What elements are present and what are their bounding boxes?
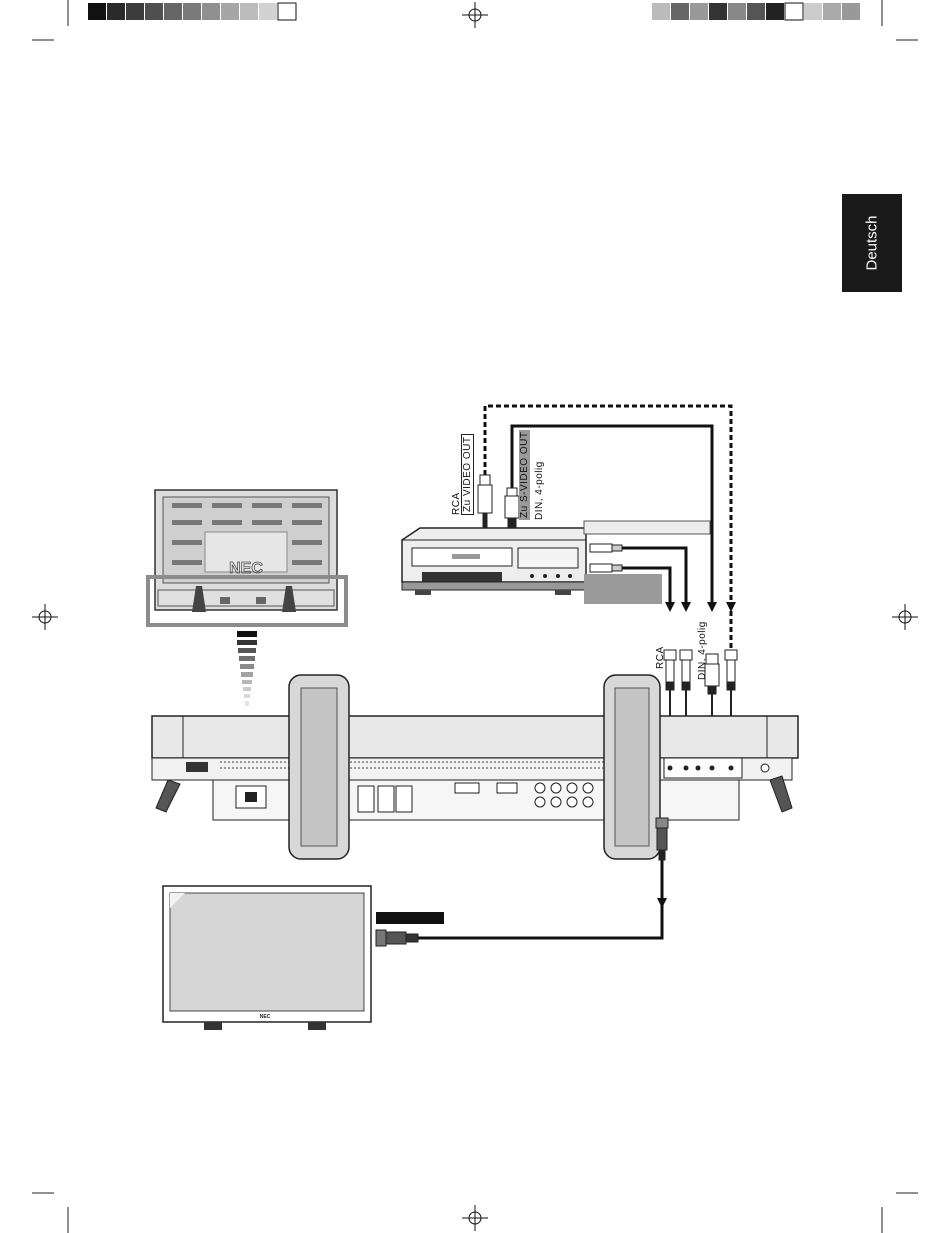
display-bottom-panel bbox=[152, 716, 798, 820]
monitor-front-brand: NEC bbox=[260, 1014, 271, 1020]
label-din-top: DIN, 4-polig bbox=[534, 461, 545, 520]
audio-plugs bbox=[590, 544, 622, 572]
label-zu-video-out: Zu VIDEO OUT bbox=[461, 434, 474, 515]
print-color-bar-right bbox=[652, 3, 860, 20]
vcr-device bbox=[402, 528, 586, 595]
registration-mark-right bbox=[892, 604, 918, 630]
bnc-label-bar bbox=[376, 912, 444, 924]
vcr-output-panel bbox=[584, 574, 662, 604]
registration-mark-left bbox=[32, 604, 58, 630]
vcr-output-panel-header bbox=[584, 521, 710, 534]
monitor-front: NEC bbox=[163, 886, 371, 1030]
registration-mark-top bbox=[462, 2, 488, 28]
nec-logo: NEC bbox=[229, 560, 263, 577]
registration-mark-bottom bbox=[462, 1205, 488, 1231]
label-zu-s-video-out: Zu S-VIDEO OUT bbox=[519, 430, 530, 520]
language-tab-label: Deutsch bbox=[864, 215, 881, 270]
bnc-connector-monitor bbox=[376, 930, 418, 946]
language-tab[interactable]: Deutsch bbox=[842, 194, 902, 292]
label-rca-bottom: RCA bbox=[655, 646, 666, 669]
crop-marks bbox=[32, 0, 918, 1233]
speaker-right bbox=[604, 675, 660, 859]
speaker-left bbox=[289, 675, 349, 859]
print-color-bar-left bbox=[88, 3, 296, 20]
zoom-indicator bbox=[237, 631, 257, 706]
label-din-bottom: DIN, 4-polig bbox=[697, 621, 708, 680]
monitor-rear-view: NEC bbox=[155, 490, 337, 612]
